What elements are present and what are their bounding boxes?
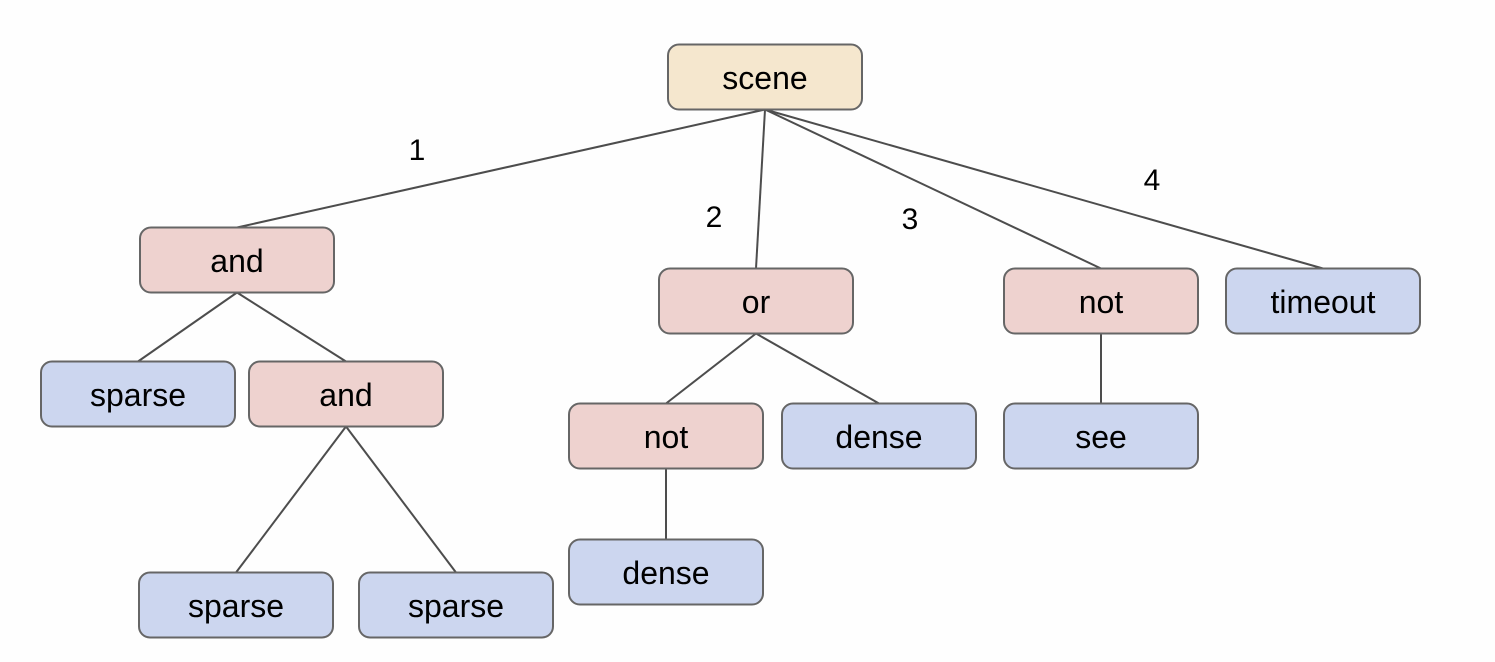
tree-edge-or1-dense1	[755, 332, 880, 405]
node-box-sparse2[interactable]	[138, 571, 334, 639]
tree-node-dense1[interactable]: dense	[781, 402, 977, 470]
tree-node-scene[interactable]: scene	[667, 43, 863, 111]
node-label-sparse3: sparse	[408, 588, 504, 624]
node-box-dense1[interactable]	[781, 402, 977, 470]
node-label-scene: scene	[722, 60, 807, 96]
node-box-not2[interactable]	[568, 402, 764, 470]
edge-label-3: 3	[902, 203, 919, 236]
node-label-sparse2: sparse	[188, 588, 284, 624]
node-box-timeout1[interactable]	[1225, 267, 1421, 335]
node-box-scene[interactable]	[667, 43, 863, 111]
edge-label-2: 2	[706, 201, 723, 234]
node-label-or1: or	[742, 284, 771, 320]
node-label-timeout1: timeout	[1271, 284, 1376, 320]
node-label-dense1: dense	[835, 419, 922, 455]
tree-edge-and1-sparse1	[137, 291, 238, 363]
tree-node-not2[interactable]: not	[568, 402, 764, 470]
tree-edge-and2-sparse3	[345, 425, 457, 574]
edge-label-4: 4	[1144, 164, 1161, 197]
tree-node-and1[interactable]: and	[139, 226, 335, 294]
node-box-and1[interactable]	[139, 226, 335, 294]
edges-layer	[137, 108, 1324, 574]
tree-node-sparse2[interactable]: sparse	[138, 571, 334, 639]
tree-edge-scene-timeout1	[764, 108, 1324, 270]
node-label-not2: not	[644, 419, 689, 455]
tree-node-sparse1[interactable]: sparse	[40, 360, 236, 428]
edge-labels-layer: 1 2 3 4	[409, 134, 1161, 236]
node-box-sparse3[interactable]	[358, 571, 554, 639]
node-box-not1[interactable]	[1003, 267, 1199, 335]
tree-node-and2[interactable]: and	[248, 360, 444, 428]
node-label-dense2: dense	[622, 555, 709, 591]
node-label-sparse1: sparse	[90, 377, 186, 413]
nodes-layer: scene and or not timeout sparse and not dense see…	[40, 43, 1421, 639]
tree-edge-and1-and2	[236, 291, 347, 363]
node-label-and1: and	[210, 243, 263, 279]
edge-label-1: 1	[409, 134, 426, 167]
node-box-dense2[interactable]	[568, 538, 764, 606]
node-label-and2: and	[319, 377, 372, 413]
tree-node-or1[interactable]: or	[658, 267, 854, 335]
node-box-sparse1[interactable]	[40, 360, 236, 428]
tree-node-sparse3[interactable]: sparse	[358, 571, 554, 639]
tree-node-timeout1[interactable]: timeout	[1225, 267, 1421, 335]
tree-edge-scene-or1	[755, 109, 766, 269]
node-label-see1: see	[1075, 419, 1127, 455]
tree-edge-and2-sparse2	[235, 425, 347, 574]
tree-edge-or1-not2	[665, 332, 757, 405]
node-box-see1[interactable]	[1003, 402, 1199, 470]
node-box-or1[interactable]	[658, 267, 854, 335]
tree-node-not1[interactable]: not	[1003, 267, 1199, 335]
tree-node-see1[interactable]: see	[1003, 402, 1199, 470]
node-box-and2[interactable]	[248, 360, 444, 428]
tree-edge-scene-and1	[236, 108, 766, 229]
tree-node-dense2[interactable]: dense	[568, 538, 764, 606]
node-label-not1: not	[1079, 284, 1124, 320]
tree-edge-scene-not1	[764, 108, 1102, 270]
